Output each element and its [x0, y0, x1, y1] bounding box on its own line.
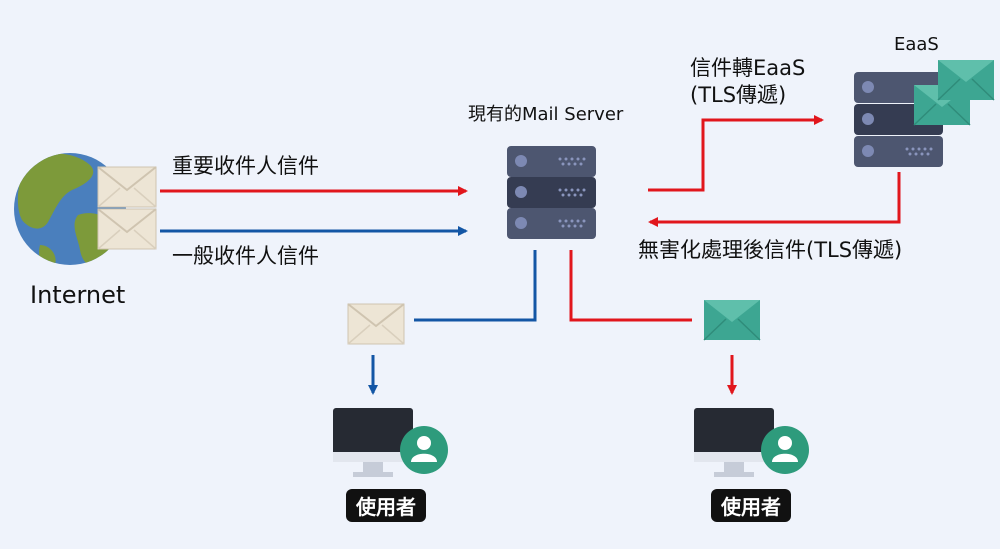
mail-server-label: 現有的Mail Server — [468, 104, 624, 125]
forward-label-line2: (TLS傳遞) — [690, 83, 787, 107]
general-delivery-line — [414, 250, 537, 322]
envelope-icon — [347, 303, 405, 345]
monitor-icon — [333, 408, 413, 477]
processed-delivery-line — [569, 250, 692, 322]
user-icon — [400, 426, 448, 474]
forward-to-eaas-arrow — [648, 115, 824, 192]
processed-return-label: 無害化處理後信件(TLS傳遞) — [638, 238, 903, 262]
internet-label: Internet — [30, 281, 126, 309]
user-icon — [761, 426, 809, 474]
important-mail-label: 重要收件人信件 — [172, 154, 319, 178]
user-badge-left: 使用者 — [346, 489, 426, 522]
general-mail-label: 一般收件人信件 — [172, 244, 319, 268]
envelope-icon — [703, 300, 761, 341]
eaas-label: EaaS — [894, 34, 939, 55]
envelope-icon — [937, 60, 995, 101]
server-icon — [507, 146, 596, 239]
processed-return-arrow — [648, 172, 901, 227]
forward-label-line1: 信件轉EaaS — [690, 56, 806, 80]
monitor-icon — [694, 408, 774, 477]
envelope-icon — [97, 208, 157, 250]
envelope-icon — [97, 166, 157, 208]
user-badge-right: 使用者 — [711, 489, 791, 522]
